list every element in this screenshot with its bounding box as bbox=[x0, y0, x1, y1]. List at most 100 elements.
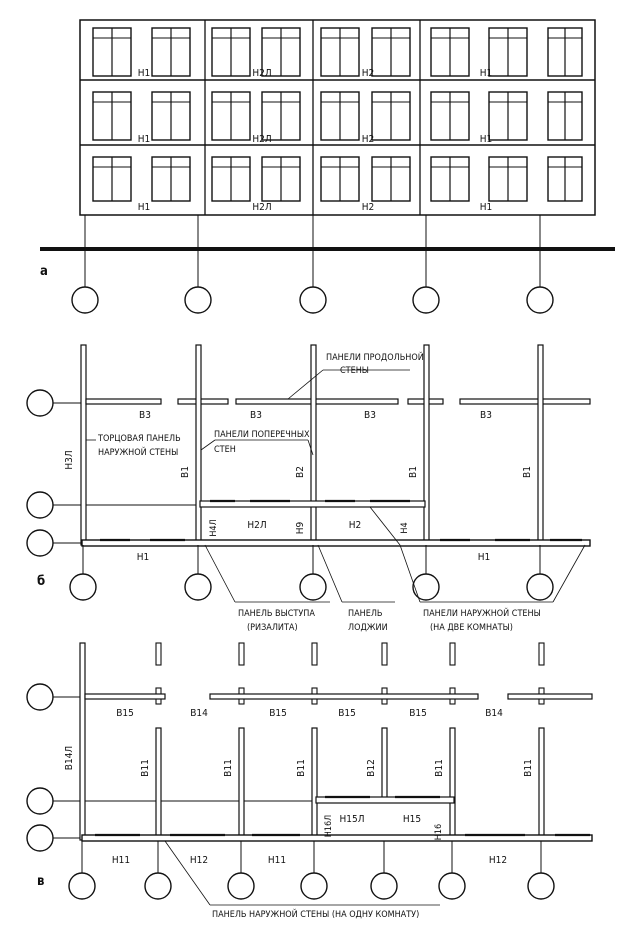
longitudinal-panel-label: В14 bbox=[485, 708, 503, 719]
longitudinal-panel-label: В15 bbox=[116, 708, 134, 719]
longitudinal-panel-label: В15 bbox=[338, 708, 356, 719]
transverse-panel-label: В1 bbox=[180, 466, 191, 478]
column-stub bbox=[381, 642, 388, 666]
loggia-panel-label: Н15Л bbox=[340, 814, 365, 825]
facade-windows bbox=[92, 27, 583, 202]
loggia-end-panel-label: Н16Л bbox=[324, 815, 334, 837]
transverse-wall-panel bbox=[537, 344, 544, 546]
transverse-panel-label: В1 bbox=[408, 466, 419, 478]
facade-panel-label: Н2Л bbox=[252, 68, 271, 79]
plan-section-b: В3 В3 В3 В3 В1 В2 В1 В1 Н3Л Н4Л Н2Л Н2 Н… bbox=[26, 344, 591, 633]
transverse-wall-panel bbox=[310, 344, 317, 546]
facade-panel-label: Н2 bbox=[362, 202, 375, 213]
axis-bubble bbox=[527, 872, 555, 900]
transverse-wall-panel bbox=[538, 727, 545, 841]
plan-c-axes bbox=[68, 841, 555, 900]
axis-bubble bbox=[144, 872, 172, 900]
end-panel-label: В14Л bbox=[64, 746, 75, 770]
front-panel-label: Н12 bbox=[190, 855, 208, 866]
callout-loggia-line2: ЛОДЖИИ bbox=[348, 623, 388, 633]
section-letter-a: а bbox=[40, 264, 48, 279]
longitudinal-panel-label: В3 bbox=[250, 410, 262, 421]
facade-section: Н1 Н2Л Н2 Н1 Н1 Н2Л Н2 Н1 Н1 Н2Л Н2 Н1 а bbox=[40, 19, 615, 314]
longitudinal-panel-label: В15 bbox=[409, 708, 427, 719]
axis-bubble bbox=[412, 286, 440, 314]
callout-transverse-line2: СТЕН bbox=[214, 445, 236, 455]
axis-bubble bbox=[526, 286, 554, 314]
outer-wall bbox=[81, 539, 591, 547]
column-stub bbox=[238, 642, 245, 666]
front-panel-label: Н9 bbox=[295, 521, 306, 534]
transverse-wall-panel bbox=[423, 344, 430, 546]
axis-bubble bbox=[184, 573, 212, 601]
axis-bubble bbox=[184, 286, 212, 314]
transverse-panel-label: В11 bbox=[523, 759, 534, 777]
transverse-panel-label: В11 bbox=[140, 759, 151, 777]
end-panel-label: Н3Л bbox=[64, 450, 75, 469]
axis-bubble bbox=[26, 491, 54, 519]
axis-bubble bbox=[26, 683, 54, 711]
leader-line bbox=[369, 506, 401, 546]
loggia-end-panel-label: Н16 bbox=[434, 824, 444, 840]
longitudinal-wall-panel bbox=[507, 693, 593, 700]
section-letter-c: в bbox=[37, 874, 44, 889]
facade-panel-label: Н1 bbox=[480, 134, 493, 145]
front-panel-label: Н11 bbox=[112, 855, 130, 866]
callout-outer-two-line1: ПАНЕЛИ НАРУЖНОЙ СТЕНЫ bbox=[423, 607, 541, 619]
end-wall-panel bbox=[79, 642, 86, 841]
callout-end-panel-line2: НАРУЖНОЙ СТЕНЫ bbox=[98, 446, 178, 458]
loggia-panel-label: Н15 bbox=[403, 814, 421, 825]
longitudinal-wall-panel bbox=[85, 398, 162, 405]
column-stub bbox=[155, 642, 162, 666]
axis-bubble bbox=[299, 573, 327, 601]
loggia-end-panel-label: Н4Л bbox=[209, 519, 219, 536]
window-marks bbox=[100, 499, 582, 542]
facade-outline bbox=[79, 19, 596, 216]
window-marks bbox=[95, 795, 590, 837]
axis-bubble bbox=[412, 573, 440, 601]
longitudinal-wall-panel bbox=[177, 398, 229, 405]
callout-outer-one: ПАНЕЛЬ НАРУЖНОЙ СТЕНЫ (НА ОДНУ КОМНАТУ) bbox=[212, 908, 419, 920]
transverse-panel-label: В11 bbox=[223, 759, 234, 777]
column-stub bbox=[449, 642, 456, 666]
leader-line bbox=[552, 544, 586, 603]
callout-transverse-line1: ПАНЕЛИ ПОПЕРЕЧНЫХ bbox=[214, 430, 310, 440]
plan-b-axes bbox=[69, 545, 554, 601]
transverse-panel-label: В12 bbox=[366, 759, 377, 777]
longitudinal-panel-label: В3 bbox=[139, 410, 151, 421]
facade-panel-label: Н2 bbox=[362, 68, 375, 79]
front-panel-label: Н12 bbox=[489, 855, 507, 866]
facade-panel-label: Н2Л bbox=[252, 202, 271, 213]
transverse-wall-panel bbox=[238, 727, 245, 841]
column-stub bbox=[311, 642, 318, 666]
facade-panel-label: Н1 bbox=[138, 202, 151, 213]
transverse-wall-panel bbox=[195, 344, 202, 546]
longitudinal-wall-panel bbox=[209, 693, 479, 700]
axis-bubble bbox=[71, 286, 99, 314]
transverse-wall-panel bbox=[155, 727, 162, 841]
axis-bubble bbox=[299, 286, 327, 314]
facade-panel-label: Н1 bbox=[480, 68, 493, 79]
axis-bubble bbox=[300, 872, 328, 900]
callout-longitudinal-line2: СТЕНЫ bbox=[340, 366, 369, 376]
loggia-panel-label: Н2 bbox=[349, 520, 362, 531]
callout-end-panel-line1: ТОРЦОВАЯ ПАНЕЛЬ bbox=[97, 434, 181, 444]
leader-line bbox=[204, 544, 236, 603]
loggia-panel bbox=[315, 796, 455, 804]
axis-bubble bbox=[438, 872, 466, 900]
outer-wall bbox=[81, 834, 593, 842]
axis-bubble bbox=[26, 389, 54, 417]
column-stub bbox=[538, 642, 545, 666]
facade-axes bbox=[71, 215, 554, 314]
longitudinal-panel-label: В3 bbox=[480, 410, 492, 421]
loggia-panel-label: Н2Л bbox=[247, 520, 266, 531]
callout-longitudinal-line1: ПАНЕЛИ ПРОДОЛЬНОЙ bbox=[326, 351, 424, 363]
facade-panel-label: Н1 bbox=[480, 202, 493, 213]
axis-bubble bbox=[68, 872, 96, 900]
section-letter-b: б bbox=[37, 574, 45, 589]
leader-line bbox=[307, 439, 314, 456]
axis-bubble bbox=[227, 872, 255, 900]
callout-loggia-line1: ПАНЕЛЬ bbox=[348, 609, 382, 619]
axis-bubble bbox=[26, 529, 54, 557]
